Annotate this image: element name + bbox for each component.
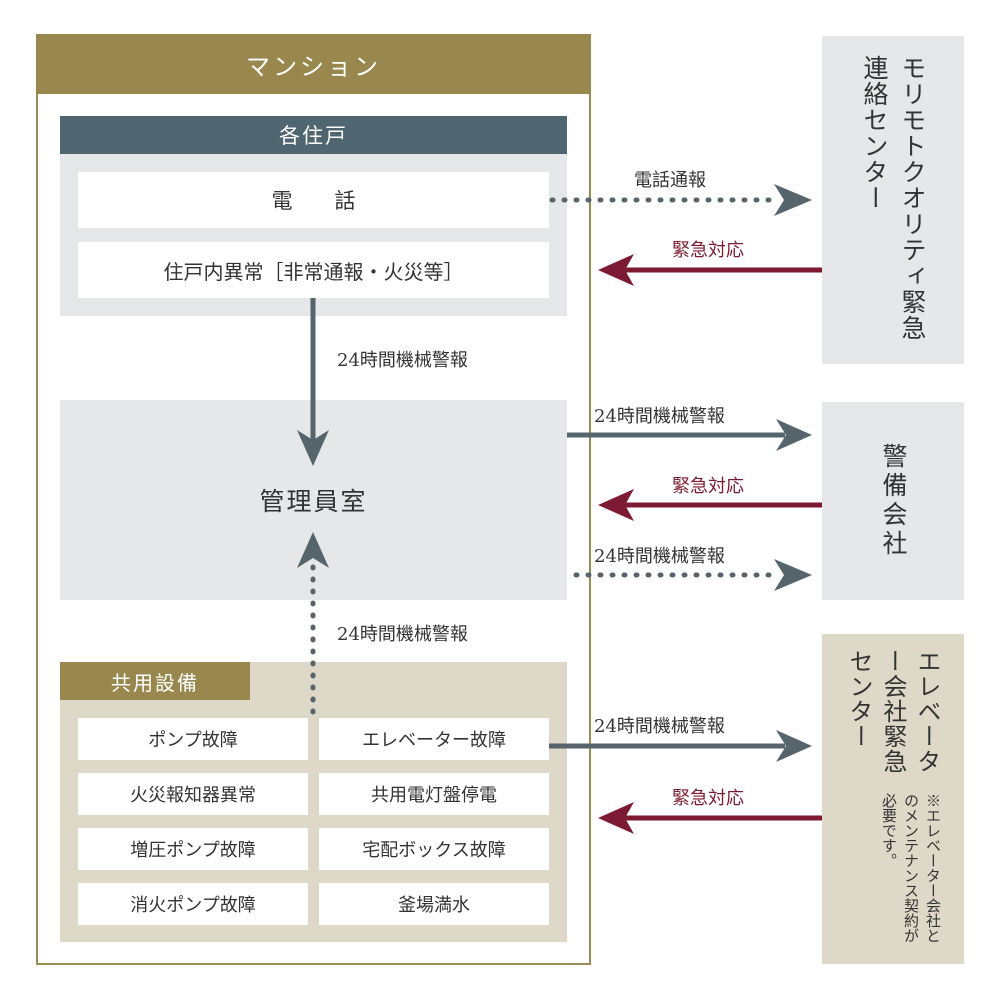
morimoto-center-box: モリモトクオリティ緊急連絡センター — [822, 36, 964, 364]
equipment-item: 釜場満水 — [319, 883, 549, 925]
elevator-center-box: エレベーター会社緊急センター ※エレベーター会社とのメンテナンス契約が必要です。 — [822, 634, 964, 964]
label-alarm-security-1: 24時間機械警報 — [594, 406, 725, 427]
equipment-item: 増圧ポンプ故障 — [78, 828, 308, 870]
label-emergency-elevator: 緊急対応 — [672, 788, 744, 809]
security-company-box: 警備会社 — [822, 402, 964, 600]
equipment-item: 共用電灯盤停電 — [319, 773, 549, 815]
common-equipment-title: 共用設備 — [60, 662, 250, 700]
arrowhead-units-to-manager — [297, 430, 329, 466]
equipment-item: 宅配ボックス故障 — [319, 828, 549, 870]
label-emergency-morimoto: 緊急対応 — [672, 240, 744, 261]
label-alarm-elevator: 24時間機械警報 — [594, 716, 725, 737]
label-alarm-common: 24時間機械警報 — [337, 624, 468, 645]
arrowhead-manager-to-security-dotted — [774, 559, 812, 591]
label-alarm-security-2: 24時間機械警報 — [594, 546, 725, 567]
arrowhead-common-to-manager — [297, 532, 329, 568]
units-title: 各住戸 — [60, 116, 567, 154]
arrowhead-manager-to-security — [776, 419, 812, 451]
label-alarm-units: 24時間機械警報 — [337, 350, 468, 371]
arrowhead-elevator-fault — [776, 730, 812, 762]
mansion-title: マンション — [36, 34, 591, 94]
elevator-title: エレベーター会社緊急センター — [845, 649, 941, 774]
elevator-note: ※エレベーター会社とのメンテナンス契約が必要です。 — [880, 793, 942, 944]
arrowhead-emergency-elevator — [598, 802, 634, 834]
morimoto-title: モリモトクオリティ緊急連絡センター — [860, 55, 927, 341]
equipment-item: 火災報知器異常 — [78, 773, 308, 815]
arrowhead-emergency-security — [598, 489, 634, 521]
phone-cell: 電話 — [78, 172, 549, 228]
phone-label: 電話 — [271, 189, 398, 213]
equipment-item: 消火ポンプ故障 — [78, 883, 308, 925]
anomaly-cell: 住戸内異常［非常通報・火災等］ — [78, 242, 549, 298]
arrowhead-phone-report — [774, 184, 812, 216]
label-phone-report: 電話通報 — [634, 170, 706, 191]
label-emergency-security: 緊急対応 — [672, 476, 744, 497]
security-title: 警備会社 — [879, 443, 908, 559]
equipment-item: ポンプ故障 — [78, 718, 308, 760]
arrowhead-emergency-morimoto — [598, 254, 634, 286]
equipment-item: エレベーター故障 — [319, 718, 549, 760]
